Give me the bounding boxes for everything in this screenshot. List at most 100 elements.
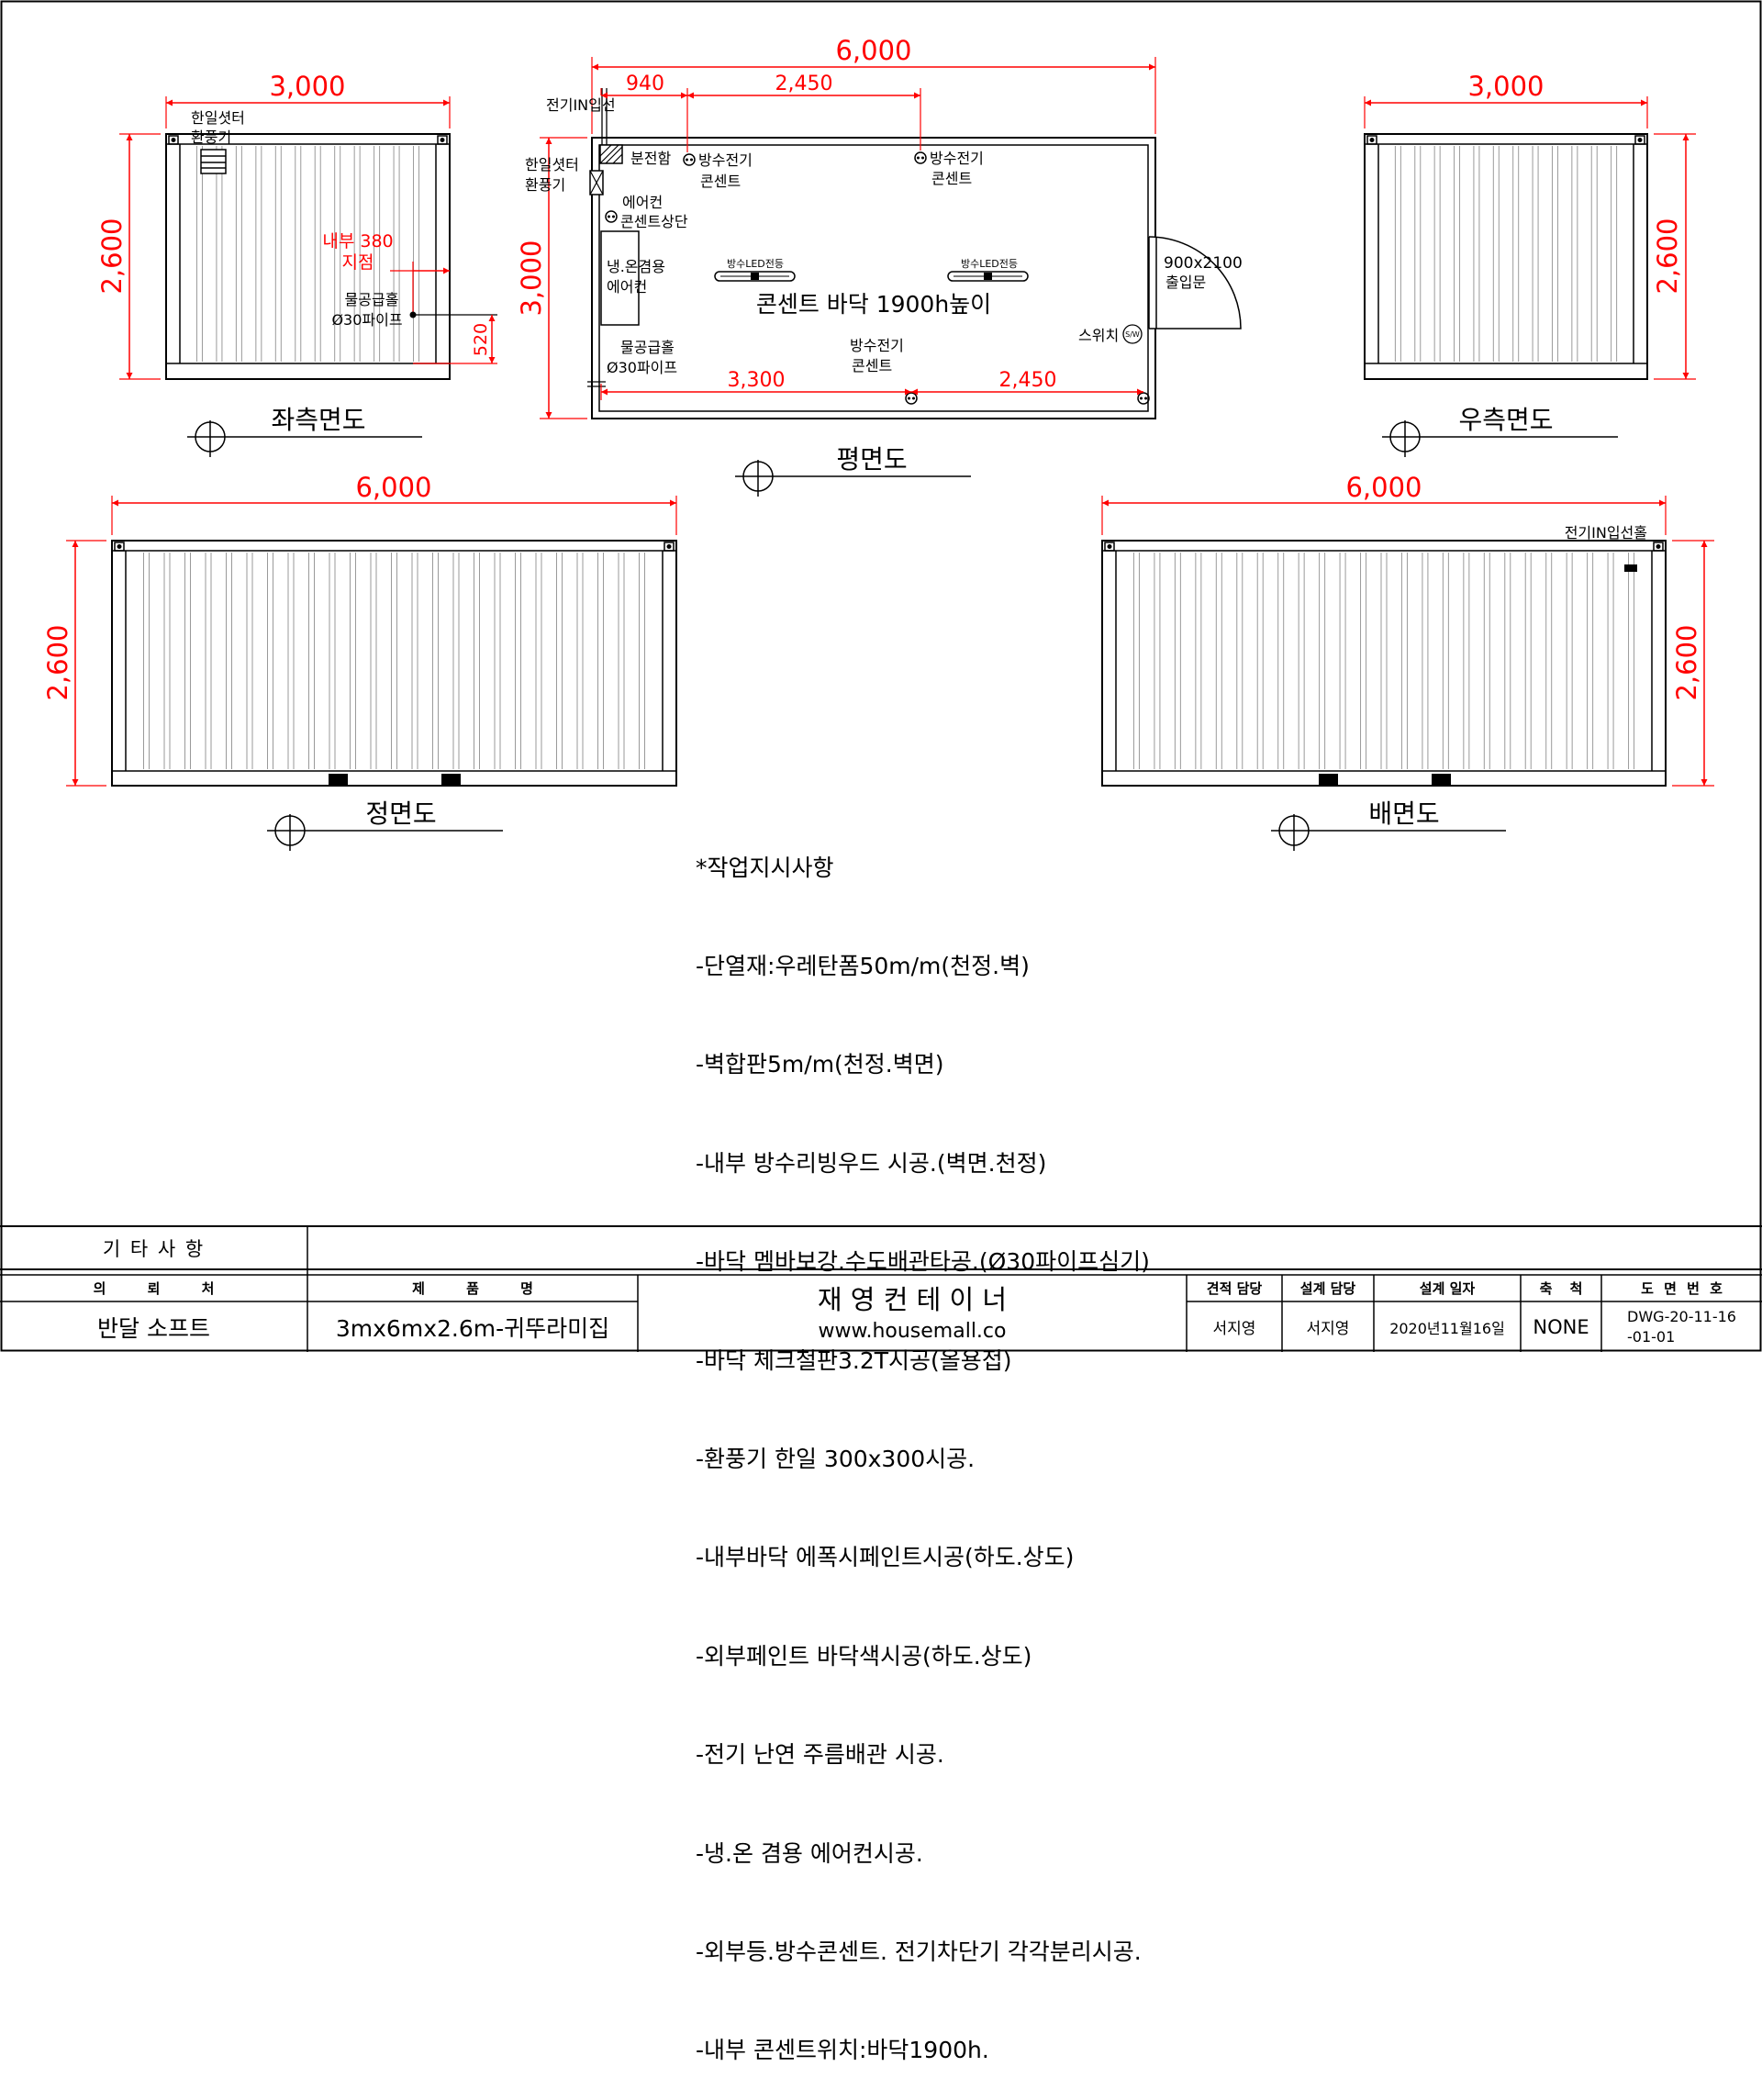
back-dim-width: 6,000: [1345, 472, 1422, 503]
design-value: 서지영: [1306, 1320, 1350, 1338]
plan-dim-total: 6,000: [835, 35, 911, 66]
view-symbol-icon: [1382, 420, 1428, 457]
title-block: 기 타 사 항 의 뢰 처 반달 소프트 제 품 명 3mx6mx2.6m-귀뚜…: [0, 1226, 1762, 1352]
left-view-ribs: [195, 146, 420, 362]
front-view: 6,000 2,600 정면도: [42, 472, 677, 851]
drawing-no-line2: -01-01: [1627, 1327, 1676, 1346]
sheet-border: [0, 0, 1762, 1352]
plan-outlet-height-note: 콘센트 바닥 1900h높이: [756, 291, 991, 318]
note-item: -냉.온 겸용 에어컨시공.: [696, 1839, 923, 1867]
left-dim-height: 2,600: [96, 218, 128, 294]
right-dim-width: 3,000: [1467, 71, 1544, 102]
front-dim-width: 6,000: [355, 472, 431, 503]
plan-vent-label: 환풍기: [525, 176, 565, 194]
plan-ac-sub: 에어컨: [607, 278, 647, 296]
plan-outlet3-label: 방수전기: [850, 337, 904, 354]
note-item: -내부 방수리빙우드 시공.(벽면.천정): [696, 1149, 1047, 1177]
product-header: 제 품 명: [412, 1280, 533, 1297]
left-shutter-label: 한일셧터: [191, 109, 245, 127]
led-light-icon: [714, 271, 796, 282]
client-value: 반달 소프트: [97, 1314, 210, 1342]
plan-view: S/W 6,000 940 2,450 3,000 3,300 2,450 전기…: [516, 35, 1243, 497]
plan-door-label: 900x2100: [1164, 254, 1243, 273]
left-view-outline: [165, 133, 451, 380]
back-elec-hole-label: 전기IN입선홀: [1565, 524, 1647, 542]
vent-fan-icon: [589, 170, 604, 195]
outlet-icon: [605, 210, 618, 223]
left-side-view: 3,000 2,600 한일셧터 환풍기 내부 380 지점 520 물공급홀 …: [96, 71, 497, 457]
drawing-no-header: 도 면 번 호: [1641, 1280, 1723, 1297]
left-dim-520: 520: [471, 323, 491, 356]
design-header: 설계 담당: [1299, 1280, 1356, 1297]
view-symbol-icon: [187, 420, 233, 457]
plan-outline: [591, 137, 1156, 419]
plan-dim-3300: 3,300: [728, 369, 786, 392]
plan-dim-2450-top: 2,450: [775, 73, 833, 95]
view-symbol-icon: [735, 460, 781, 497]
plan-ac-label: 냉.온겸용: [607, 258, 665, 275]
right-view-outline: [1364, 133, 1648, 380]
view-symbol-icon: [267, 814, 313, 851]
plan-outlet3-sub: 콘센트: [852, 357, 892, 374]
outlet-icon: [1137, 392, 1150, 405]
left-view-title: 좌측면도: [271, 405, 365, 435]
plan-led2-label: 방수LED전등: [961, 258, 1018, 270]
title-block-grid: [0, 1225, 1762, 1352]
front-dim-height: 2,600: [42, 624, 73, 700]
product-value: 3mx6mx2.6m-귀뚜라미집: [335, 1314, 610, 1342]
plan-door-sub: 출입문: [1165, 274, 1206, 291]
plan-outlet1-sub: 콘센트: [700, 173, 741, 190]
left-water-label: 물공급홀: [345, 291, 399, 308]
note-item: -외부페인트 바닥색시공(하도.상도): [696, 1642, 1032, 1670]
air-conditioner: [600, 230, 640, 326]
left-vent-label: 환풍기: [191, 128, 231, 146]
date-value: 2020년11월16일: [1389, 1319, 1505, 1337]
right-view-ribs: [1394, 146, 1618, 362]
etc-label: 기 타 사 항: [102, 1237, 206, 1260]
note-item: -벽합판5m/m(천정.벽면): [696, 1051, 944, 1078]
forklift-pocket: [329, 774, 348, 785]
plan-switch-label: 스위치: [1078, 327, 1119, 344]
estimate-header: 견적 담당: [1206, 1280, 1263, 1297]
right-view-title: 우측면도: [1458, 405, 1553, 435]
plan-dim-2450-bottom: 2,450: [999, 369, 1057, 392]
note-item: -단열재:우레탄폼50m/m(천정.벽): [696, 952, 1030, 979]
switch-icon: [1122, 324, 1143, 344]
scale-value: NONE: [1533, 1315, 1589, 1338]
notes-heading: *작업지시사항: [696, 854, 834, 881]
drawing-sheet: 3,000 2,600 한일셧터 환풍기 내부 380 지점 520 물공급홀 …: [0, 0, 1762, 1352]
forklift-pocket: [1319, 774, 1338, 785]
company-name: 재 영 컨 테 이 너: [817, 1284, 1008, 1315]
outlet-icon: [905, 392, 918, 405]
left-pipe-label: Ø30파이프: [331, 311, 402, 329]
work-instructions: *작업지시사항 -단열재:우레탄폼50m/m(천정.벽) -벽합판5m/m(천정…: [696, 786, 1356, 2100]
left-point-label: 지점: [342, 252, 374, 273]
view-symbol-icon: [1271, 814, 1317, 851]
switch-symbol: S/W: [1125, 330, 1140, 339]
plan-outlet1-label: 방수전기: [698, 151, 753, 169]
scale-header: 축 척: [1539, 1280, 1583, 1297]
plan-panel-label: 분전함: [630, 150, 671, 167]
distribution-panel-icon: [599, 144, 623, 164]
vent-icon: [200, 149, 227, 174]
plan-dim-940: 940: [626, 73, 664, 95]
left-dim-width: 3,000: [269, 71, 345, 102]
plan-ac-outlet-label: 에어컨: [622, 194, 663, 211]
front-view-title: 정면도: [365, 799, 436, 829]
right-side-view: 3,000 2,600 우측면도: [1364, 71, 1696, 457]
electric-in-hole: [1624, 564, 1637, 572]
note-item: -내부바닥 에폭시페인트시공(하도.상도): [696, 1544, 1075, 1571]
client-header: 의 뢰 처: [93, 1280, 215, 1297]
back-view-title: 배면도: [1368, 799, 1439, 829]
plan-outlet2-label: 방수전기: [930, 150, 984, 167]
plan-led1-label: 방수LED전등: [727, 258, 784, 270]
door-icon: [1148, 236, 1242, 330]
note-item: -바닥 멤바보강.수도배관타공.(Ø30파이프심기): [696, 1248, 1150, 1276]
plan-ac-outlet-sub: 콘센트상단: [620, 213, 688, 230]
company-url: www.housemall.co: [818, 1319, 1007, 1343]
note-item: -내부 콘센트위치:바닥1900h.: [696, 2037, 989, 2064]
plan-outlet2-sub: 콘센트: [931, 170, 972, 187]
right-dim-height: 2,600: [1652, 218, 1683, 294]
back-view-outline: [1101, 540, 1667, 787]
drawing-no-line1: DWG-20-11-16: [1627, 1307, 1736, 1325]
